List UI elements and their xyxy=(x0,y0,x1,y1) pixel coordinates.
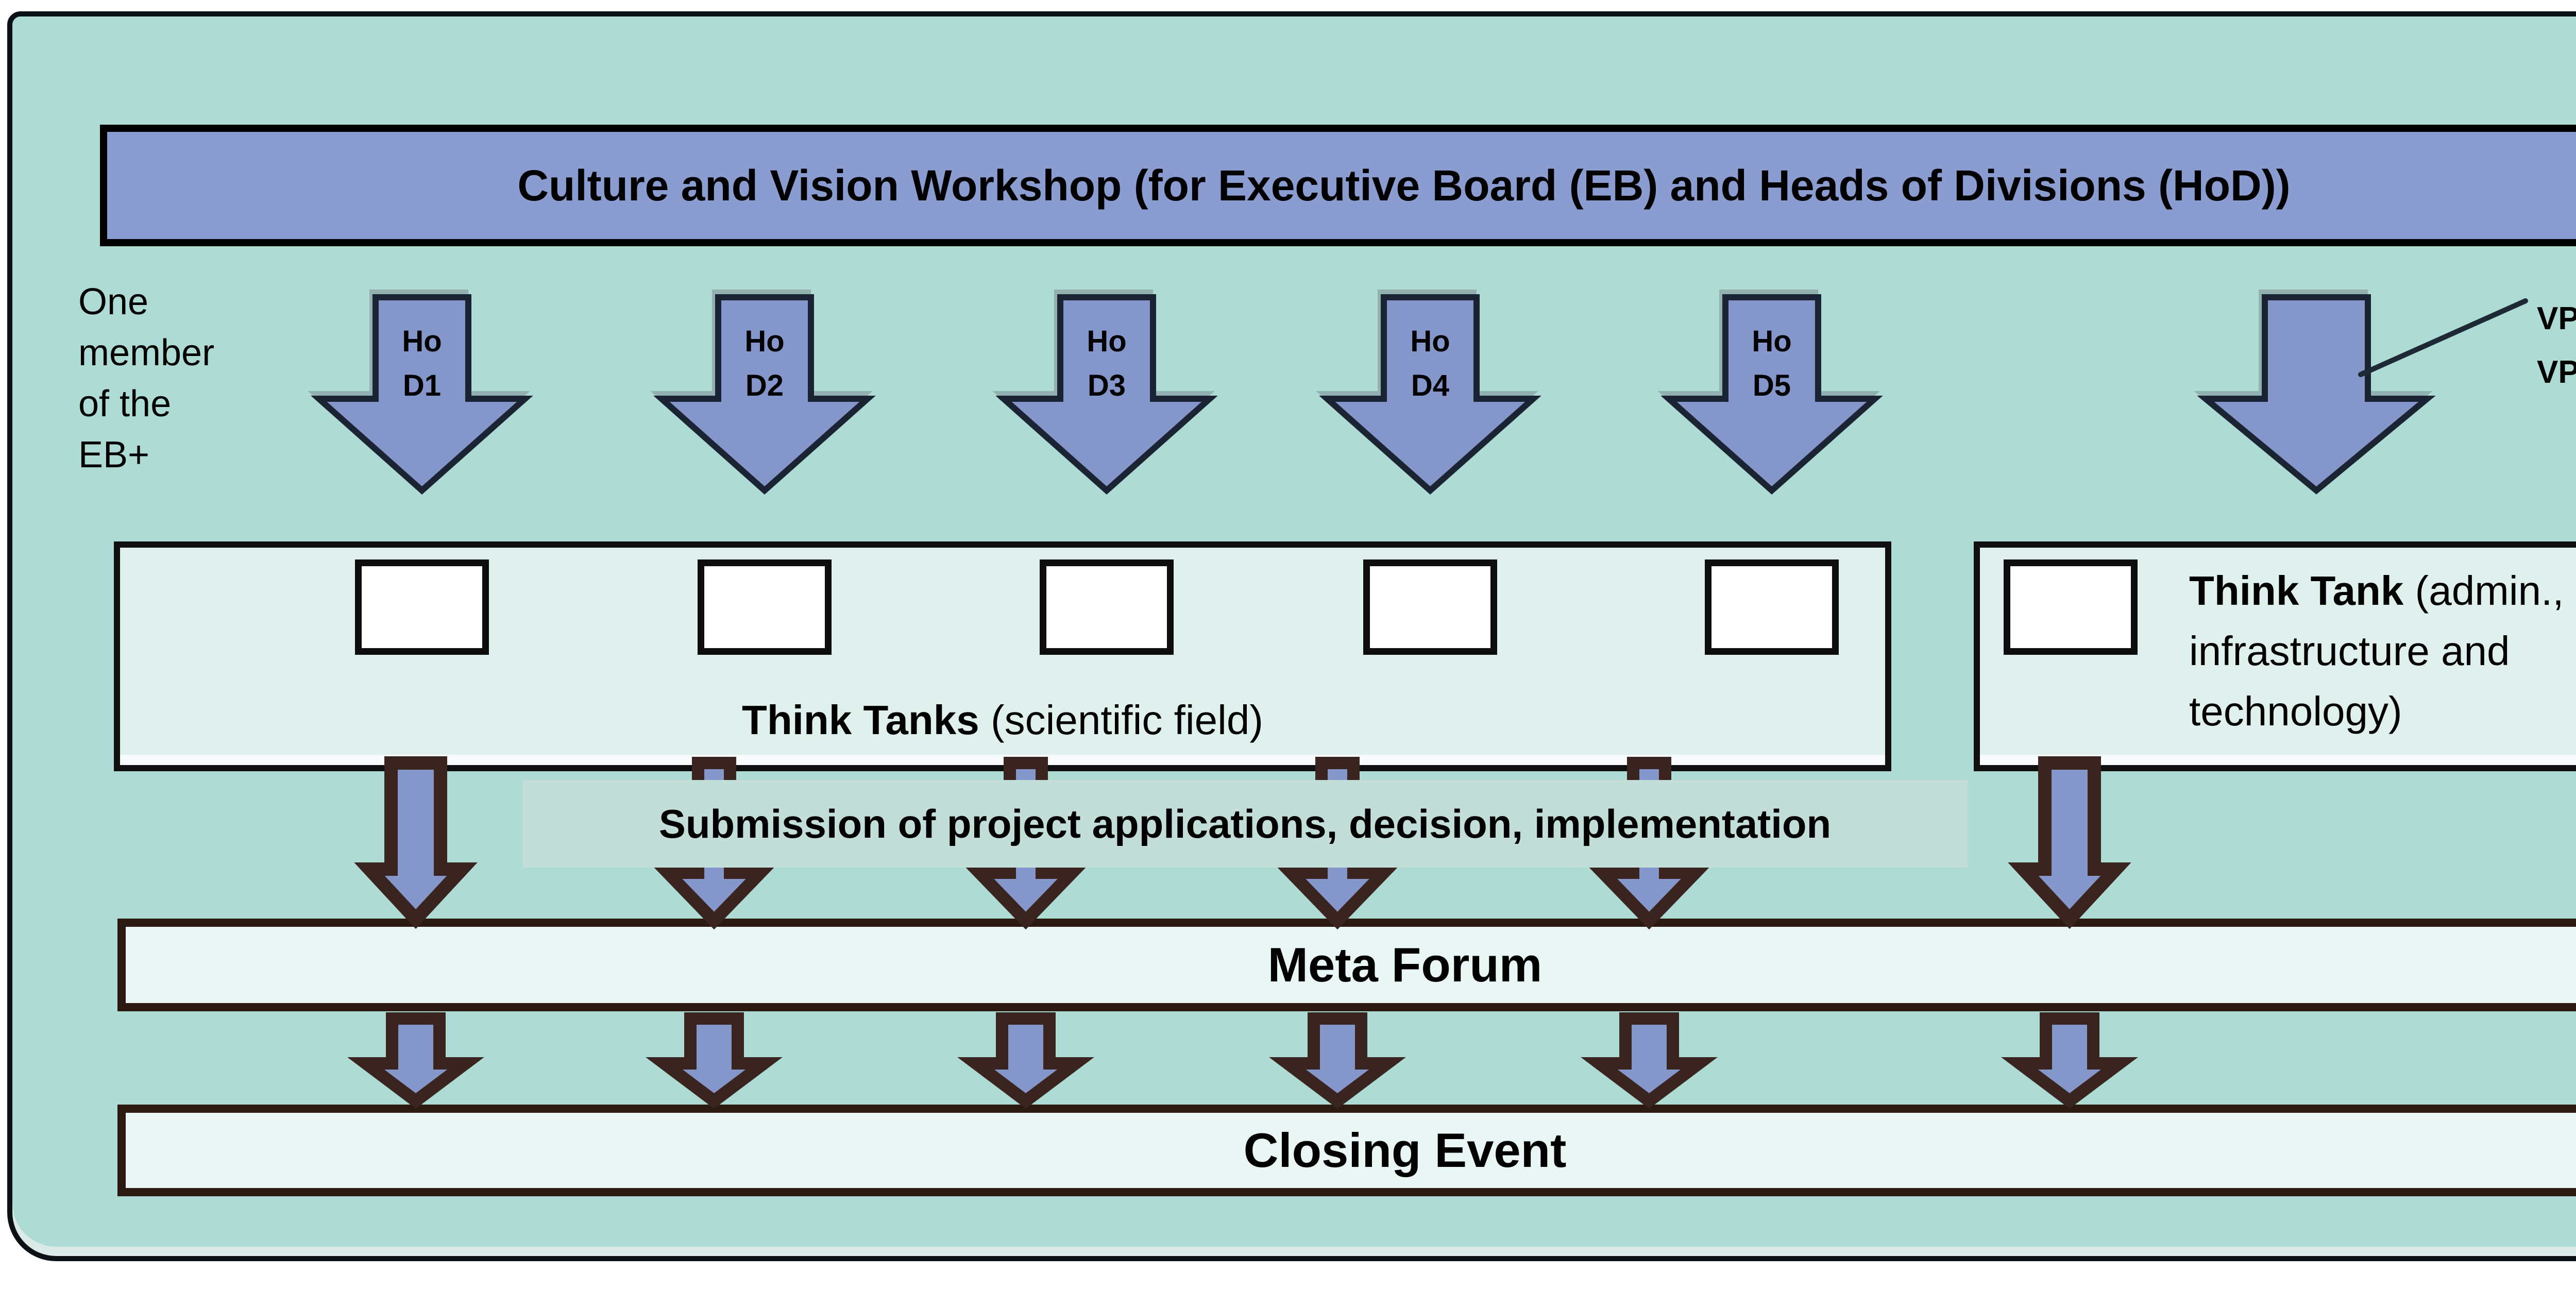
hod-arrow-label-5: Ho D5 xyxy=(1694,319,1849,408)
hod-arrow-label-2: Ho D2 xyxy=(687,319,842,408)
hod-label-line: D2 xyxy=(745,369,784,402)
admin-think-tank-label-bold: Think Tank xyxy=(2189,568,2404,614)
down-arrow-icon xyxy=(646,1012,783,1109)
down-arrow-icon xyxy=(957,1012,1094,1109)
think-tank-slot-4 xyxy=(1363,559,1497,655)
down-arrow-icon xyxy=(2001,1012,2138,1109)
think-tank-slot-3 xyxy=(1040,559,1174,655)
vp-down-arrow-icon xyxy=(2197,294,2436,495)
hod-label-line: D3 xyxy=(1087,369,1126,402)
side-note: One member of the EB+ xyxy=(78,277,315,481)
down-arrow-icon xyxy=(354,756,478,929)
vp-callout-line xyxy=(2358,298,2528,377)
admin-think-tank-label-rest: (admin., infrastructure and technology) xyxy=(2189,568,2564,734)
vp-arrow-label: VP PL VP EF xyxy=(2537,292,2576,399)
hod-label-line: Ho xyxy=(744,325,785,358)
title-banner: Culture and Vision Workshop (for Executi… xyxy=(100,125,2576,246)
hod-label-line: Ho xyxy=(1752,325,1792,358)
hod-arrow-label-4: Ho D4 xyxy=(1353,319,1507,408)
hod-arrow-label-3: Ho D3 xyxy=(1029,319,1184,408)
side-note-line: One xyxy=(78,281,149,323)
hod-label-line: D4 xyxy=(1411,369,1450,402)
submission-note-band: Submission of project applications, deci… xyxy=(522,780,1968,868)
closing-event-label: Closing Event xyxy=(1243,1123,1567,1177)
down-arrow-icon xyxy=(2008,756,2131,929)
meta-forum-label: Meta Forum xyxy=(1267,938,1543,992)
submission-note-label: Submission of project applications, deci… xyxy=(658,801,1832,846)
hod-arrow-label-1: Ho D1 xyxy=(345,319,499,408)
side-note-line: EB+ xyxy=(78,434,150,476)
hod-label-line: Ho xyxy=(1410,325,1450,358)
side-note-line: member xyxy=(78,332,215,374)
hod-label-line: Ho xyxy=(402,325,442,358)
closing-event-bar: Closing Event xyxy=(117,1105,2576,1196)
admin-think-tank-label: Think Tank (admin., infrastructure and t… xyxy=(2189,561,2576,741)
think-tanks-label: Think Tanks (scientific field) xyxy=(114,697,1891,744)
down-arrow-icon xyxy=(1581,1012,1718,1109)
think-tanks-label-rest: (scientific field) xyxy=(979,697,1264,743)
vp-label-line: VP EF xyxy=(2537,354,2576,390)
think-tanks-label-bold: Think Tanks xyxy=(741,697,979,743)
meta-forum-bar: Meta Forum xyxy=(117,919,2576,1011)
title-banner-label: Culture and Vision Workshop (for Executi… xyxy=(517,161,2291,210)
workshop-process-board: Culture and Vision Workshop (for Executi… xyxy=(7,11,2576,1261)
hod-label-line: D5 xyxy=(1752,369,1791,402)
vp-label-line: VP PL xyxy=(2537,301,2576,336)
think-tank-slot-2 xyxy=(698,559,832,655)
think-tank-slot-5 xyxy=(1705,559,1839,655)
hod-label-line: Ho xyxy=(1087,325,1127,358)
down-arrow-icon xyxy=(1269,1012,1406,1109)
side-note-line: of the xyxy=(78,383,172,425)
think-tank-slot-1 xyxy=(355,559,489,655)
hod-label-line: D1 xyxy=(402,369,442,402)
admin-think-tank-slot xyxy=(2004,559,2138,655)
down-arrow-icon xyxy=(347,1012,484,1109)
arrows-to-closing-event-row xyxy=(347,1012,2138,1109)
